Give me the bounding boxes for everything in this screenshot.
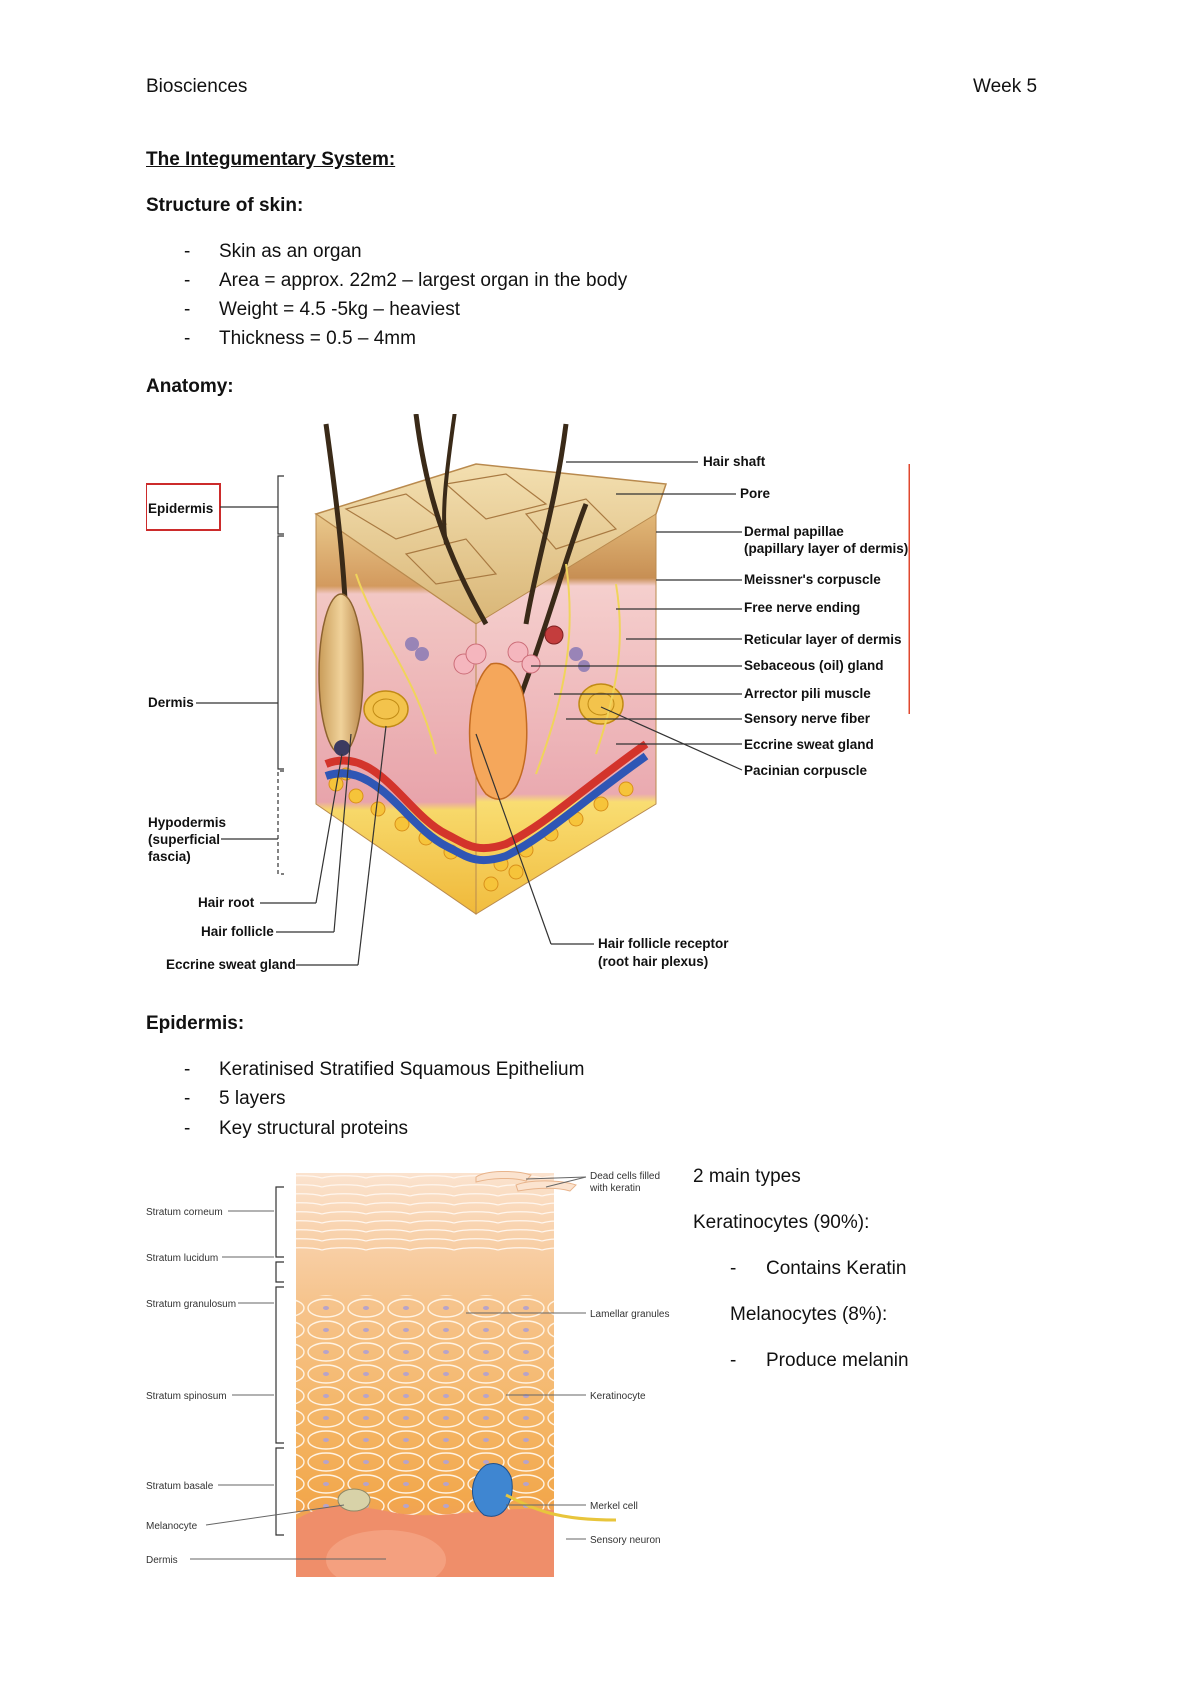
- structure-item: Area = approx. 22m2 – largest organ in t…: [219, 270, 628, 291]
- bullet-dash: -: [730, 1258, 737, 1279]
- label-hair-follicle: Hair follicle: [201, 924, 274, 939]
- label-dermis-layer: Dermis: [146, 1555, 178, 1566]
- keratinocytes-item: Contains Keratin: [766, 1258, 907, 1279]
- label-melanocyte: Melanocyte: [146, 1521, 198, 1532]
- structure-item: Skin as an organ: [219, 241, 362, 262]
- bullet-dash: -: [184, 1059, 191, 1080]
- cell-types-intro: 2 main types: [693, 1166, 801, 1187]
- label-sensory-nerve-fiber: Sensory nerve fiber: [744, 711, 871, 726]
- keratinocytes-heading: Keratinocytes (90%):: [693, 1212, 870, 1233]
- bullet-dash: -: [184, 1118, 191, 1139]
- header-left: Biosciences: [146, 76, 248, 97]
- label-hypodermis-3: fascia): [148, 849, 191, 864]
- bullet-dash: -: [184, 299, 191, 320]
- bullet-dash: -: [184, 241, 191, 262]
- label-hair-shaft: Hair shaft: [703, 454, 766, 469]
- label-dermis: Dermis: [148, 695, 194, 710]
- label-stratum-granulosum: Stratum granulosum: [146, 1299, 236, 1310]
- epidermis-item: Key structural proteins: [219, 1118, 409, 1139]
- label-stratum-basale: Stratum basale: [146, 1481, 214, 1492]
- bullet-dash: -: [184, 1088, 191, 1109]
- label-stratum-lucidum: Stratum lucidum: [146, 1253, 218, 1264]
- label-hair-follicle-receptor: Hair follicle receptor: [598, 936, 729, 951]
- anatomy-heading: Anatomy:: [146, 376, 234, 397]
- label-lamellar-granules: Lamellar granules: [590, 1309, 670, 1320]
- epidermis-item: 5 layers: [219, 1088, 286, 1109]
- structure-heading: Structure of skin:: [146, 195, 304, 216]
- label-keratinocyte: Keratinocyte: [590, 1391, 646, 1402]
- label-with-keratin: with keratin: [589, 1183, 641, 1194]
- melanocytes-heading: Melanocytes (8%):: [730, 1304, 888, 1325]
- label-arrector-pili-muscle: Arrector pili muscle: [744, 686, 871, 701]
- label-pore: Pore: [740, 486, 771, 501]
- epidermis-layers-figure: Stratum corneum Stratum lucidum Stratum …: [146, 1165, 674, 1590]
- label-eccrine-sweat-gland-left: Eccrine sweat gland: [166, 957, 296, 972]
- label-dermal-papillae: Dermal papillae: [744, 524, 844, 539]
- label-stratum-corneum: Stratum corneum: [146, 1207, 223, 1218]
- label-free-nerve-ending: Free nerve ending: [744, 600, 860, 615]
- header-right: Week 5: [973, 76, 1038, 97]
- structure-item: Weight = 4.5 -5kg – heaviest: [219, 299, 460, 320]
- epidermis-item: Keratinised Stratified Squamous Epitheli…: [219, 1059, 585, 1080]
- label-sebaceous-gland: Sebaceous (oil) gland: [744, 658, 884, 673]
- label-merkel-cell: Merkel cell: [590, 1501, 638, 1512]
- label-root-hair-plexus: (root hair plexus): [598, 954, 708, 969]
- page-title: The Integumentary System:: [146, 149, 396, 170]
- label-reticular-layer: Reticular layer of dermis: [744, 632, 902, 647]
- skin-anatomy-figure: Epidermis Dermis Hypodermis (superficial…: [145, 403, 912, 974]
- label-sensory-neuron: Sensory neuron: [590, 1535, 661, 1546]
- label-hair-root: Hair root: [198, 895, 255, 910]
- label-epidermis: Epidermis: [148, 501, 213, 516]
- label-pacinian-corpuscle: Pacinian corpuscle: [744, 763, 868, 778]
- label-stratum-spinosum: Stratum spinosum: [146, 1391, 227, 1402]
- epidermis-heading: Epidermis:: [146, 1013, 245, 1034]
- bullet-dash: -: [184, 270, 191, 291]
- structure-item: Thickness = 0.5 – 4mm: [219, 328, 416, 349]
- label-eccrine-sweat-gland-right: Eccrine sweat gland: [744, 737, 874, 752]
- label-papillary-layer: (papillary layer of dermis): [744, 541, 908, 556]
- label-meissners-corpuscle: Meissner's corpuscle: [744, 572, 881, 587]
- label-hypodermis-1: Hypodermis: [148, 815, 226, 830]
- label-hypodermis-2: (superficial: [148, 832, 220, 847]
- label-dead-cells: Dead cells filled: [590, 1171, 660, 1182]
- melanocytes-item: Produce melanin: [766, 1350, 909, 1371]
- bullet-dash: -: [184, 328, 191, 349]
- bullet-dash: -: [730, 1350, 737, 1371]
